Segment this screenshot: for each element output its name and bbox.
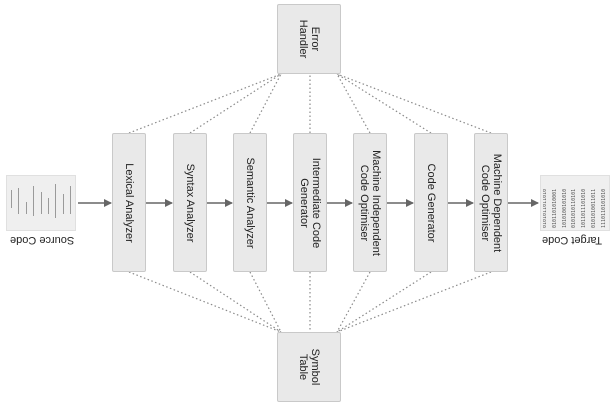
error-handler-line: Handler xyxy=(297,19,309,59)
binary-row: 0101011011010 xyxy=(543,188,548,228)
symbol-table-link xyxy=(128,271,282,333)
stage-intermediate-code-generator-line: Intermediate Code xyxy=(310,157,322,248)
error-handler-link xyxy=(128,73,282,134)
error-handler-line: Error xyxy=(309,26,321,52)
target-code-caption: Target Code xyxy=(542,234,602,246)
source-code-caption: Source Code xyxy=(10,234,75,246)
stage-machine-independent-optimiser-line: Machine Independent xyxy=(370,149,382,256)
binary-row: 0101101010001 xyxy=(551,188,558,228)
error-handler-link xyxy=(336,73,492,134)
binary-row: 1110110101010 xyxy=(600,188,607,228)
stage-semantic-analyzer-box: Semantic Analyzer xyxy=(233,133,267,272)
symbol-table-line: Symbol xyxy=(309,348,321,386)
stage-syntax-analyzer-line: Syntax Analyzer xyxy=(184,163,196,242)
stage-code-generator-line: Code Generator xyxy=(425,163,437,242)
stage-lexical-analyzer-label: Lexical Analyzer xyxy=(123,138,135,268)
stage-lexical-analyzer-box: Lexical Analyzer xyxy=(112,133,146,272)
error-handler-link xyxy=(336,73,432,134)
symbol-table-link xyxy=(336,271,492,333)
stage-intermediate-code-generator-line: Generator xyxy=(298,177,310,228)
stage-syntax-analyzer-label: Syntax Analyzer xyxy=(184,138,196,268)
binary-row: 1011011101010 xyxy=(581,188,588,228)
stage-machine-dependent-optimiser-line: Machine Dependent xyxy=(491,153,503,252)
symbol-table-link xyxy=(336,271,432,333)
binary-row: 1010100101010 xyxy=(561,188,568,228)
symbol-table-link xyxy=(249,271,282,333)
error-handler-link xyxy=(249,73,282,134)
error-handler-link xyxy=(336,73,371,134)
stage-semantic-analyzer-line: Semantic Analyzer xyxy=(244,156,256,249)
symbol-table-link xyxy=(336,271,371,333)
symbol-table-line: Table xyxy=(297,353,309,381)
stage-machine-independent-optimiser-line: Code Optimiser xyxy=(358,164,370,241)
binary-row: 0101010011011 xyxy=(591,188,598,228)
binary-row: 0101010110101 xyxy=(571,188,578,228)
stage-code-generator-label: Code Generator xyxy=(425,138,437,268)
source-code-document xyxy=(6,175,76,231)
stage-semantic-analyzer-label: Semantic Analyzer xyxy=(244,138,256,268)
stage-lexical-analyzer-line: Lexical Analyzer xyxy=(123,162,135,243)
source-code-lines-icon xyxy=(11,180,71,226)
stage-machine-dependent-optimiser-line: Code Optimiser xyxy=(479,164,491,241)
stage-syntax-analyzer-box: Syntax Analyzer xyxy=(173,133,207,272)
stage-code-generator-box: Code Generator xyxy=(414,133,448,272)
